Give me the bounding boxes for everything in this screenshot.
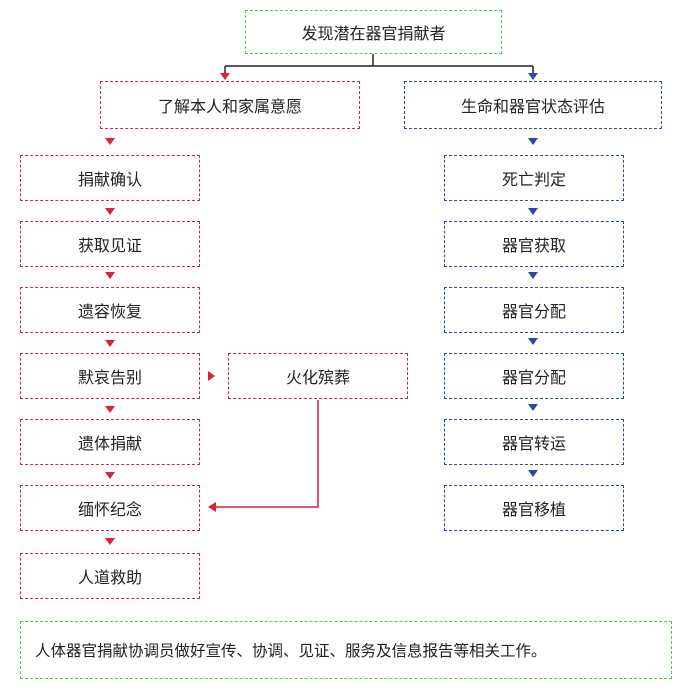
arrow-left-5 xyxy=(105,406,115,413)
root-node: 发现潜在器官捐献者 xyxy=(245,10,502,54)
step-restoration: 遗容恢复 xyxy=(20,287,200,333)
step-organ-allocation-2: 器官分配 xyxy=(444,353,624,399)
arrow-left-branch xyxy=(220,73,230,80)
arrow-right-5 xyxy=(528,404,538,411)
arrow-right-1 xyxy=(528,138,538,145)
footer-note: 人体器官捐献协调员做好宣传、协调、见证、服务及信息报告等相关工作。 xyxy=(20,621,672,679)
arrow-right-branch xyxy=(528,73,538,80)
arrow-left-4 xyxy=(105,340,115,347)
right-branch-title: 生命和器官状态评估 xyxy=(404,81,662,129)
step-cremation: 火化殡葬 xyxy=(228,353,408,399)
arrow-left-6 xyxy=(105,472,115,479)
step-witness: 获取见证 xyxy=(20,221,200,267)
arrow-right-6 xyxy=(528,470,538,477)
arrow-to-cremation xyxy=(208,371,215,381)
step-organ-transplant: 器官移植 xyxy=(444,485,624,531)
step-farewell: 默哀告别 xyxy=(20,353,200,399)
step-body-donation: 遗体捐献 xyxy=(20,419,200,465)
step-organ-allocation-1: 器官分配 xyxy=(444,287,624,333)
arrow-right-3 xyxy=(528,272,538,279)
arrow-left-2 xyxy=(105,208,115,215)
step-organ-transport: 器官转运 xyxy=(444,419,624,465)
left-branch-title: 了解本人和家属意愿 xyxy=(100,81,360,129)
arrow-left-3 xyxy=(105,272,115,279)
step-death-determination: 死亡判定 xyxy=(444,155,624,201)
arrow-left-1 xyxy=(105,138,115,145)
arrow-right-4 xyxy=(528,338,538,345)
arrow-right-2 xyxy=(528,208,538,215)
step-humanitarian-aid: 人道救助 xyxy=(20,553,200,599)
step-donation-confirm: 捐献确认 xyxy=(20,155,200,201)
cremation-return-line xyxy=(216,400,319,508)
arrow-left-7 xyxy=(105,538,115,545)
step-memorial: 缅怀纪念 xyxy=(20,485,200,531)
step-organ-procurement: 器官获取 xyxy=(444,221,624,267)
arrow-to-memorial xyxy=(208,502,216,512)
